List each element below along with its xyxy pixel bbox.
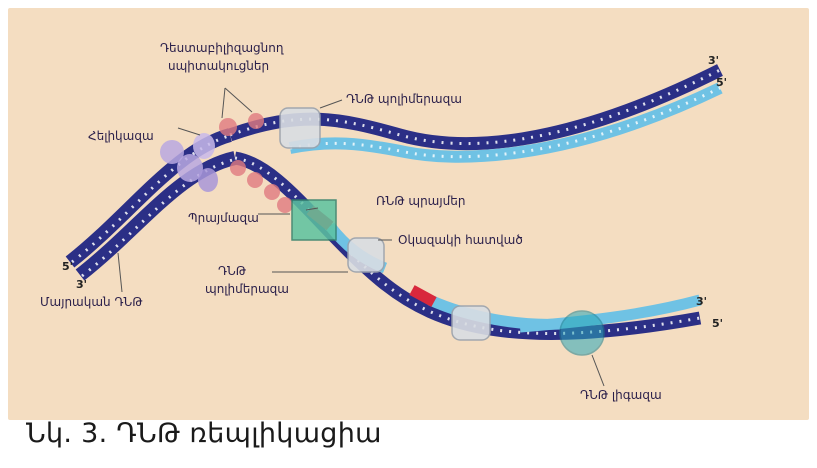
end-left-3: 3' — [76, 278, 87, 291]
label-primer: ՌՆԹ պրայմեր — [376, 194, 465, 208]
label-ssb-line1: Դեստաբիլիզացնող — [160, 41, 284, 55]
end-bottom-5: 5' — [712, 317, 723, 330]
label-ligase: ԴՆԹ լիգազա — [580, 388, 662, 402]
end-bottom-3: 3' — [696, 295, 707, 308]
parent-dna — [70, 135, 237, 276]
label-polymerase-top: ԴՆԹ պոլիմերազա — [346, 92, 462, 106]
end-top-5: 5' — [716, 76, 727, 89]
dna-polymerase-top — [280, 108, 320, 148]
end-top-3: 3' — [708, 54, 719, 67]
dna-polymerase-bottom — [348, 238, 384, 272]
figure-caption: Նկ. 3. ԴՆԹ ռեպլիկացիա — [26, 418, 382, 449]
dna-polymerase-bottom-2 — [452, 306, 490, 340]
label-okazaki: Օկազակի հատված — [398, 233, 523, 247]
dna-ligase-protein — [560, 311, 604, 355]
label-helicase: Հելիկազա — [88, 129, 154, 143]
primase-protein — [292, 200, 336, 240]
label-ssb-line2: սպիտակուցներ — [168, 59, 269, 73]
label-polymerase-bottom-line2: պոլիմերազա — [205, 282, 289, 296]
label-polymerase-bottom-line1: ԴՆԹ — [218, 264, 247, 278]
label-primase: Պրայմազա — [188, 211, 259, 225]
label-parent-dna: Մայրական ԴՆԹ — [40, 295, 143, 309]
end-left-5: 5' — [62, 260, 73, 273]
